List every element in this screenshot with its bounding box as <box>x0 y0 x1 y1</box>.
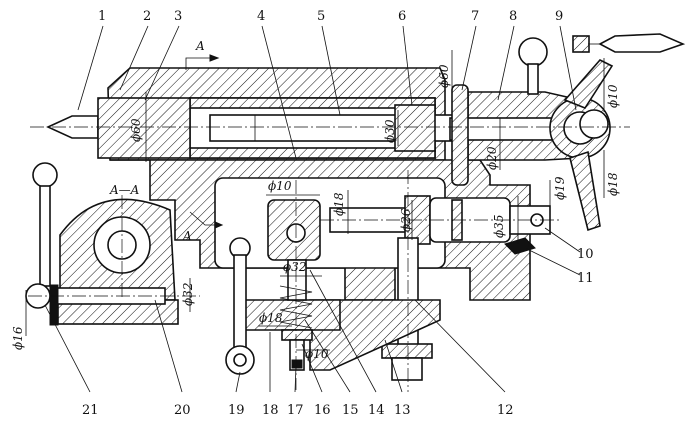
part-label-7: 7 <box>471 9 479 24</box>
dim-d20: ϕ20 <box>485 146 499 170</box>
dim-d60-body: ϕ60 <box>129 118 143 142</box>
screw-nut <box>394 104 436 152</box>
part-label-18: 18 <box>262 403 279 418</box>
section-label-a-mid: A <box>182 229 192 243</box>
bearing-ring <box>451 84 469 186</box>
dim-d10-top: ϕ10 <box>606 84 620 108</box>
leader-lines <box>44 25 581 393</box>
dim-d32-left: ϕ32 <box>181 283 195 306</box>
section-title-a-a: A—A <box>109 183 140 197</box>
dim-d18-right: ϕ18 <box>606 172 620 196</box>
dim-d18-low: ϕ18 <box>259 311 283 325</box>
dim-d30: ϕ30 <box>383 119 397 143</box>
handle-grip <box>598 33 686 53</box>
part-label-9: 9 <box>555 9 563 24</box>
part-label-5: 5 <box>317 9 325 24</box>
part-label-13: 13 <box>394 403 411 418</box>
dim-d19: ϕ19 <box>553 176 567 200</box>
part-label-2: 2 <box>143 9 151 24</box>
part-label-10: 10 <box>577 247 594 262</box>
part-label-1: 1 <box>98 9 106 24</box>
dim-d60-top: ϕ60 <box>437 64 451 88</box>
dim-d10-low: ϕ10 <box>305 347 329 361</box>
section-label-a-top: A <box>195 39 205 53</box>
dimension-annotations: ϕ60 ϕ30 ϕ60 ϕ20 ϕ10 ϕ18 ϕ19 ϕ35 ϕ26 ϕ18 … <box>11 50 620 361</box>
handwheel <box>549 33 686 232</box>
quill-assembly <box>189 97 456 159</box>
part-label-20: 20 <box>174 403 191 418</box>
top-knob <box>518 37 548 67</box>
dim-d18-mid: ϕ18 <box>332 192 346 216</box>
part-label-21: 21 <box>82 403 99 418</box>
dim-d26: ϕ26 <box>399 208 413 232</box>
centre-lines <box>28 126 630 392</box>
handwheel-hub <box>449 37 581 186</box>
clamp-plate <box>239 299 441 371</box>
part-label-17: 17 <box>287 403 304 418</box>
part-label-4: 4 <box>257 9 265 24</box>
dead-centre <box>46 97 191 159</box>
part-label-11: 11 <box>577 271 594 286</box>
dim-d16: ϕ16 <box>11 326 25 350</box>
part-label-16: 16 <box>314 403 331 418</box>
dim-d10-mid: ϕ10 <box>268 179 292 193</box>
part-label-3: 3 <box>174 9 182 24</box>
section-arrows: A A A—A <box>109 39 224 243</box>
part-label-15: 15 <box>342 403 359 418</box>
part-label-8: 8 <box>509 9 517 24</box>
dim-d32-mid: ϕ32 <box>283 260 306 274</box>
lock-lever-19 <box>225 237 255 375</box>
dim-d35: ϕ35 <box>492 215 506 238</box>
lock-plunger <box>267 199 321 371</box>
part-label-12: 12 <box>497 403 514 418</box>
part-number-labels: 1 2 3 4 5 6 7 8 9 21 20 19 18 17 16 15 1… <box>82 9 594 418</box>
part-label-14: 14 <box>368 403 385 418</box>
part-label-6: 6 <box>398 9 406 24</box>
part-label-19: 19 <box>228 403 245 418</box>
